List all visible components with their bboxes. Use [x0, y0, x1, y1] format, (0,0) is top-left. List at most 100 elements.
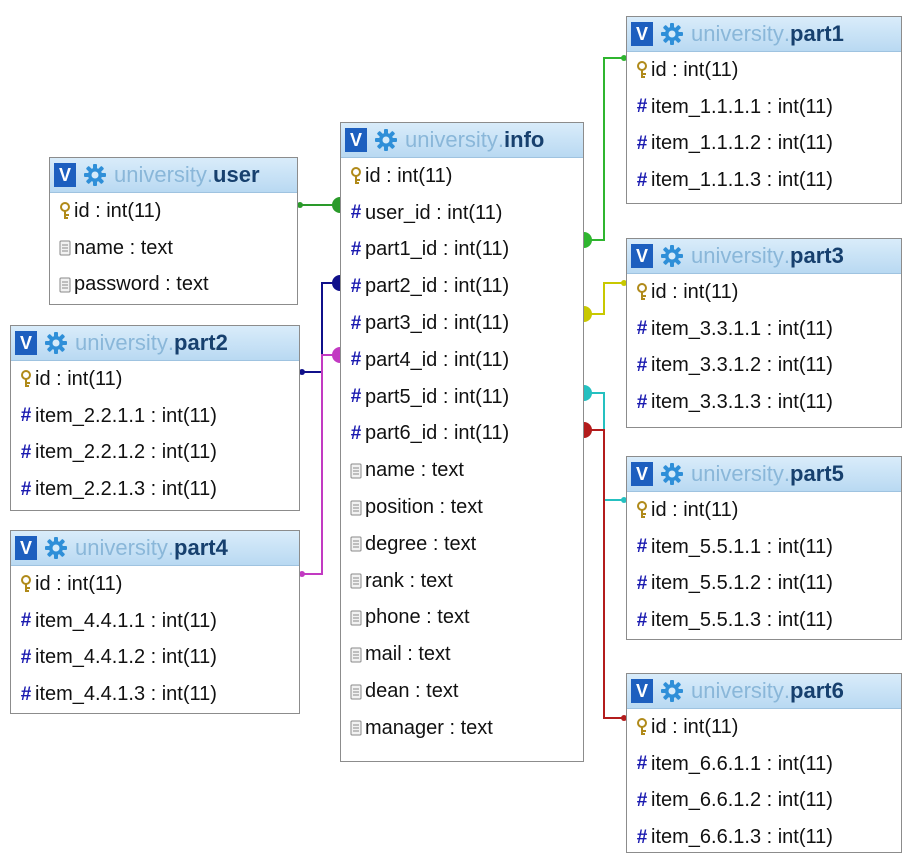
column-label: item_1.1.1.3 : int(11)	[651, 169, 833, 192]
column-row[interactable]: #item_2.2.1.2 : int(11)	[11, 435, 299, 472]
hash-icon: #	[350, 422, 362, 444]
column-row[interactable]: id : int(11)	[341, 158, 583, 195]
hash-icon: #	[636, 572, 648, 594]
column-row[interactable]: manager : text	[341, 710, 583, 747]
column-row[interactable]: rank : text	[341, 563, 583, 600]
gear-icon[interactable]	[84, 164, 106, 186]
column-row[interactable]: #item_2.2.1.1 : int(11)	[11, 398, 299, 435]
column-row[interactable]: password : text	[50, 267, 297, 304]
toggle-button[interactable]: V	[631, 462, 653, 486]
column-row[interactable]: #part2_id : int(11)	[341, 268, 583, 305]
hash-icon: #	[20, 683, 32, 705]
relation-endpoint-part1	[621, 55, 627, 61]
column-row[interactable]: #part5_id : int(11)	[341, 379, 583, 416]
column-row[interactable]: position : text	[341, 489, 583, 526]
column-row[interactable]: #item_6.6.1.2 : int(11)	[627, 783, 901, 820]
toggle-button[interactable]: V	[15, 536, 37, 560]
column-row[interactable]: #item_4.4.1.2 : int(11)	[11, 640, 299, 677]
column-row[interactable]: #item_2.2.1.3 : int(11)	[11, 471, 299, 508]
schema-name: university	[75, 330, 168, 355]
column-row[interactable]: phone : text	[341, 600, 583, 637]
column-row[interactable]: id : int(11)	[11, 566, 299, 603]
toggle-button[interactable]: V	[345, 128, 367, 152]
schema-name: university	[691, 461, 784, 486]
column-row[interactable]: id : int(11)	[11, 361, 299, 398]
gear-icon[interactable]	[45, 332, 67, 354]
column-row[interactable]: id : int(11)	[627, 52, 901, 89]
toggle-button[interactable]: V	[631, 244, 653, 268]
column-row[interactable]: #item_6.6.1.1 : int(11)	[627, 746, 901, 783]
table-name: part3	[790, 243, 844, 268]
column-row[interactable]: degree : text	[341, 526, 583, 563]
gear-icon[interactable]	[661, 23, 683, 45]
toggle-button[interactable]: V	[54, 163, 76, 187]
gear-icon[interactable]	[661, 463, 683, 485]
column-label: mail : text	[365, 643, 451, 666]
column-row[interactable]: #item_3.3.1.2 : int(11)	[627, 348, 901, 385]
column-row[interactable]: #item_5.5.1.2 : int(11)	[627, 566, 901, 603]
relation-part5-info	[584, 385, 627, 503]
column-row[interactable]: #item_5.5.1.3 : int(11)	[627, 602, 901, 639]
column-row[interactable]: #part4_id : int(11)	[341, 342, 583, 379]
column-row[interactable]: #item_4.4.1.1 : int(11)	[11, 603, 299, 640]
column-label: id : int(11)	[651, 715, 739, 738]
column-row[interactable]: dean : text	[341, 673, 583, 710]
column-row[interactable]: #item_1.1.1.2 : int(11)	[627, 126, 901, 163]
column-row[interactable]: #item_1.1.1.1 : int(11)	[627, 89, 901, 126]
key-icon	[635, 60, 649, 80]
column-row[interactable]: #part1_id : int(11)	[341, 232, 583, 269]
column-row[interactable]: #user_id : int(11)	[341, 195, 583, 232]
toggle-button[interactable]: V	[15, 331, 37, 355]
column-row[interactable]: #item_6.6.1.3 : int(11)	[627, 819, 901, 856]
column-label: item_4.4.1.3 : int(11)	[35, 683, 217, 706]
column-row[interactable]: #item_5.5.1.1 : int(11)	[627, 529, 901, 566]
toggle-button[interactable]: V	[631, 679, 653, 703]
column-row[interactable]: #item_3.3.1.1 : int(11)	[627, 311, 901, 348]
column-row[interactable]: #part3_id : int(11)	[341, 305, 583, 342]
relation-line-part2	[300, 282, 340, 373]
column-row[interactable]: mail : text	[341, 636, 583, 673]
gear-icon[interactable]	[661, 680, 683, 702]
hash-icon: #	[636, 132, 648, 154]
name-separator: .	[783, 21, 791, 46]
column-label: item_6.6.1.2 : int(11)	[651, 789, 833, 812]
name-separator: .	[783, 678, 791, 703]
column-row[interactable]: #item_3.3.1.3 : int(11)	[627, 384, 901, 421]
column-row[interactable]: #part6_id : int(11)	[341, 416, 583, 453]
gear-icon[interactable]	[661, 245, 683, 267]
key-icon	[635, 500, 649, 520]
column-label: item_6.6.1.3 : int(11)	[651, 826, 833, 849]
relation-part3-info	[584, 280, 627, 322]
column-row[interactable]: id : int(11)	[50, 193, 297, 230]
column-row[interactable]: name : text	[341, 452, 583, 489]
column-label: item_2.2.1.3 : int(11)	[35, 478, 217, 501]
column-row[interactable]: name : text	[50, 230, 297, 267]
hash-icon: #	[350, 202, 362, 224]
column-row[interactable]: id : int(11)	[627, 492, 901, 529]
column-label: position : text	[365, 496, 483, 519]
column-row[interactable]: id : int(11)	[627, 274, 901, 311]
gear-icon[interactable]	[45, 537, 67, 559]
column-row[interactable]: #item_1.1.1.3 : int(11)	[627, 162, 901, 199]
toggle-button[interactable]: V	[631, 22, 653, 46]
column-row[interactable]: #item_4.4.1.3 : int(11)	[11, 676, 299, 713]
gear-icon[interactable]	[375, 129, 397, 151]
table-name: part6	[790, 678, 844, 703]
column-row[interactable]: id : int(11)	[627, 709, 901, 746]
